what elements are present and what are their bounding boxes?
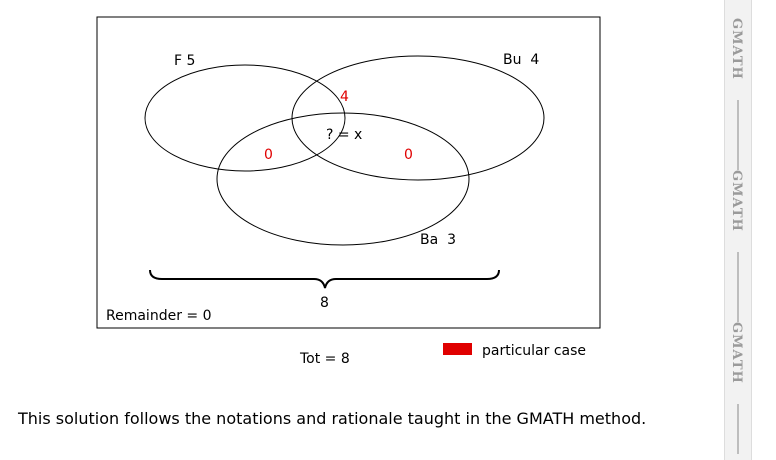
brace-value: 8 xyxy=(320,295,329,311)
region-center-value: ? = x xyxy=(326,127,362,143)
watermark-1: GMATH xyxy=(729,18,744,80)
region-f-ba-value: 0 xyxy=(264,147,273,163)
footer-note: This solution follows the notations and … xyxy=(18,409,647,428)
legend-label: particular case xyxy=(482,343,586,359)
region-bu-ba-value: 0 xyxy=(404,147,413,163)
set-f-label: F 5 xyxy=(174,53,195,69)
diagram-frame xyxy=(96,16,601,329)
region-f-bu-value: 4 xyxy=(340,89,349,105)
total-label: Tot = 8 xyxy=(299,351,350,367)
watermark-divider-3 xyxy=(737,404,739,454)
watermark-sidebar: GMATH GMATH GMATH xyxy=(724,0,752,460)
watermark-3: GMATH xyxy=(729,322,744,384)
total-brace xyxy=(149,269,500,289)
watermark-divider-2 xyxy=(737,252,739,322)
set-ba-ellipse xyxy=(216,112,470,246)
set-bu-label: Bu 4 xyxy=(503,52,539,68)
set-ba-label: Ba 3 xyxy=(420,232,456,248)
watermark-2: GMATH xyxy=(729,170,744,232)
set-bu-ellipse xyxy=(291,55,545,181)
watermark-divider-1 xyxy=(737,100,739,170)
legend-swatch xyxy=(443,343,472,355)
remainder-label: Remainder = 0 xyxy=(106,308,212,324)
set-f-ellipse xyxy=(144,64,346,172)
